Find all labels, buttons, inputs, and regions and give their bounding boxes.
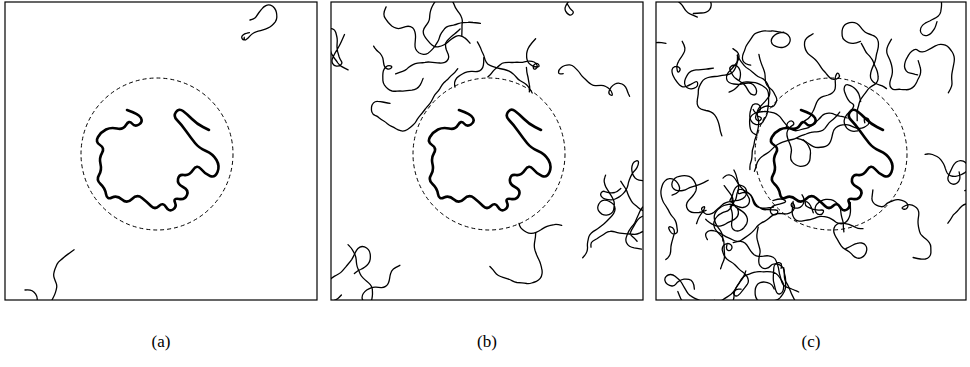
polymer-chain [754, 112, 839, 171]
pervaded-volume [81, 78, 233, 230]
polymer-chain [519, 223, 562, 233]
polymer-chain [887, 39, 921, 90]
solvent-chains [331, 2, 643, 300]
polymer-chain [948, 195, 966, 239]
polymer-chain [792, 202, 850, 224]
polymer-chain [757, 227, 796, 300]
panel-frame [5, 2, 317, 300]
polymer-chain [601, 161, 643, 200]
pervaded-volume [755, 78, 907, 230]
polymer-chain [750, 111, 848, 135]
panel-frame [331, 2, 643, 300]
polymer-chain [714, 186, 733, 269]
polymer-chain [558, 65, 629, 96]
polymer-chain [371, 69, 457, 131]
pervaded-volume [413, 78, 565, 230]
tagged-chains [97, 110, 893, 211]
polymer-chain [384, 7, 481, 54]
tagged-chain [97, 110, 219, 211]
solvent-chains [656, 2, 966, 300]
polymer-chain [722, 243, 748, 296]
polymer-chain [626, 188, 643, 249]
polymer-chain [697, 55, 737, 136]
polymer-chain [388, 2, 463, 35]
polymer-chain [738, 189, 786, 215]
polymer-chain [803, 118, 869, 148]
solvent-chains [25, 5, 277, 300]
polymer-chain [697, 170, 747, 224]
polymer-chain [25, 250, 74, 300]
polymer-chain [842, 22, 886, 88]
polymer-chain [756, 54, 777, 121]
polymer-chain [455, 58, 484, 87]
panel-label: (c) [802, 332, 821, 352]
polymer-chain [920, 2, 945, 36]
polymer-chain [656, 42, 666, 129]
polymer-chain [733, 241, 799, 292]
polymer-chain [905, 44, 955, 92]
polymer-chain [857, 43, 878, 120]
polymer-chain [661, 179, 680, 260]
polymer-chain [374, 46, 424, 91]
polymer-chain [872, 190, 931, 259]
polymer-chain [558, 2, 585, 15]
polymer-chain [714, 175, 749, 241]
polymer-chain [804, 34, 839, 121]
polymer-chain [742, 31, 790, 65]
polymer-chain [396, 29, 461, 74]
polymer-chain [665, 274, 715, 300]
polymer-chain [490, 233, 542, 284]
polymer-chain [242, 5, 277, 40]
polymer-chain [726, 49, 756, 95]
polymer-chain [331, 29, 348, 70]
polymer-chain [834, 223, 867, 258]
polymer-chain [675, 2, 711, 17]
polymer-chain [477, 42, 532, 93]
polymer-chain [526, 67, 529, 92]
polymer-chain [925, 154, 966, 184]
polymer-chain [672, 41, 713, 89]
panel-label: (b) [477, 332, 497, 352]
polymer-chain [583, 175, 615, 258]
tagged-chain [771, 110, 893, 211]
polymer-chain [755, 268, 785, 300]
polymer-chain [621, 181, 643, 281]
panel-frame [656, 2, 966, 300]
tagged-chain [429, 110, 551, 211]
polymer-chain [348, 245, 400, 300]
panel-label: (a) [152, 332, 171, 352]
polymer-chain [423, 2, 470, 47]
polymer-chain [488, 39, 539, 77]
